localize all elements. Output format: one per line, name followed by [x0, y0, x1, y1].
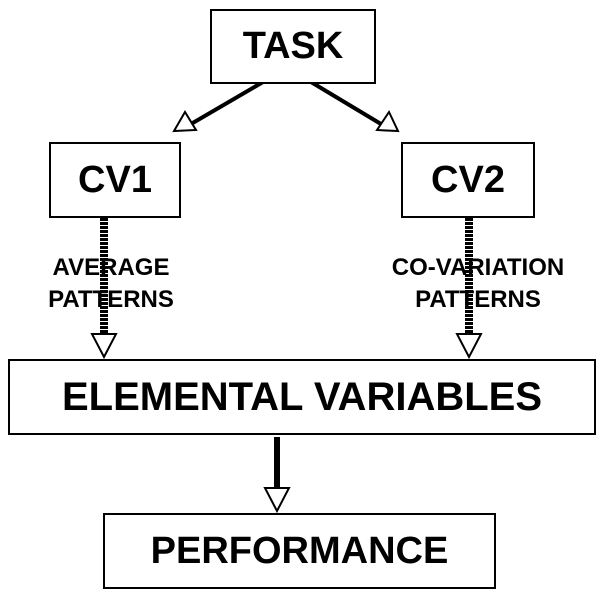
average-label-line-2: PATTERNS	[48, 286, 174, 314]
covariation-patterns-label: CO-VARIATION PATTERNS	[372, 252, 584, 317]
cv2-to-elemental-arrowhead	[455, 333, 483, 360]
cv2-node: CV2	[401, 142, 535, 218]
task-to-cv1-arrowhead	[172, 110, 198, 133]
performance-node: PERFORMANCE	[103, 513, 496, 589]
task-to-cv1-line	[189, 80, 265, 126]
elemental-variables-node: ELEMENTAL VARIABLES	[8, 359, 596, 435]
task-to-cv2-arrowhead	[375, 109, 400, 133]
task-to-cv2-line	[309, 80, 383, 126]
cv1-to-elemental-arrowhead	[90, 333, 118, 360]
cv1-node: CV1	[49, 142, 181, 218]
task-node: TASK	[210, 9, 376, 84]
average-label-line-1: AVERAGE	[52, 254, 170, 281]
elemental-to-performance-arrowhead	[263, 487, 291, 514]
average-patterns-label: AVERAGE PATTERNS	[28, 252, 194, 317]
covariation-label-line-2: PATTERNS	[415, 286, 541, 314]
covariation-label-line-1: CO-VARIATION	[391, 254, 565, 281]
